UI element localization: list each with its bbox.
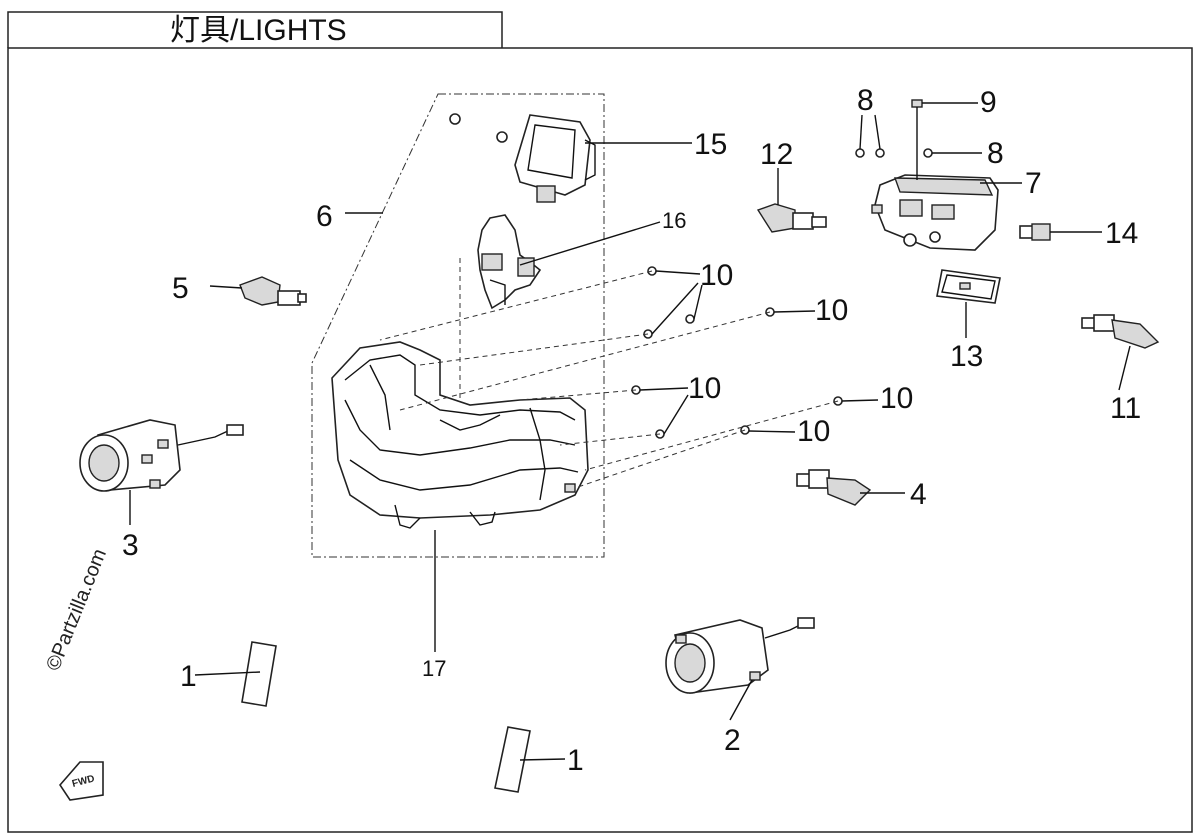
fog-light-right xyxy=(665,617,815,694)
reflector-bottom xyxy=(494,726,531,793)
turn-signal-11 xyxy=(1081,314,1160,349)
fog-light-left xyxy=(79,419,244,492)
callout-7: 7 xyxy=(1025,167,1042,200)
headlight-assembly-group xyxy=(311,93,605,558)
screws-10 xyxy=(631,266,843,439)
diagram-border xyxy=(7,47,1193,833)
callout-8b: 8 xyxy=(987,137,1004,170)
connector-14 xyxy=(1019,223,1051,241)
callout-5: 5 xyxy=(172,272,189,305)
turn-signal-5 xyxy=(239,276,307,306)
callout-10b: 10 xyxy=(815,294,848,327)
reflector-left xyxy=(241,641,277,707)
screw-alignment-lines xyxy=(379,270,839,489)
callout-10e: 10 xyxy=(797,415,830,448)
callout-labels: 1 1 2 3 4 5 6 7 8 8 9 10 10 10 10 10 11 … xyxy=(122,84,1141,777)
callout-13: 13 xyxy=(950,340,983,373)
forward-arrow-icon: FWD xyxy=(58,761,104,801)
callout-3: 3 xyxy=(122,529,139,562)
connector-bracket xyxy=(477,214,542,310)
callout-10d: 10 xyxy=(880,382,913,415)
callout-9: 9 xyxy=(980,86,997,119)
callout-11: 11 xyxy=(1110,392,1141,425)
callout-12: 12 xyxy=(760,138,793,171)
watermark-text: ©Partzilla.com xyxy=(42,546,111,674)
callout-17: 17 xyxy=(422,656,446,681)
turn-signal-4 xyxy=(796,469,872,506)
callout-16: 16 xyxy=(662,208,686,233)
callout-1a: 1 xyxy=(180,660,197,693)
callout-4: 4 xyxy=(910,478,927,511)
callout-10a: 10 xyxy=(700,259,733,292)
callout-8a: 8 xyxy=(857,84,874,117)
diagram-title: 灯具/LIGHTS xyxy=(170,14,347,47)
callout-15: 15 xyxy=(694,128,727,161)
title-tab xyxy=(7,11,503,48)
callout-1b: 1 xyxy=(567,744,584,777)
license-plate-lamp xyxy=(936,269,1001,304)
callout-10c: 10 xyxy=(688,372,721,405)
callout-14: 14 xyxy=(1105,217,1138,250)
control-module xyxy=(449,113,596,203)
callout-6: 6 xyxy=(316,200,333,233)
turn-signal-12 xyxy=(756,203,827,233)
callout-2: 2 xyxy=(724,724,741,757)
tail-light xyxy=(871,174,999,251)
leader-lines xyxy=(129,102,1131,761)
